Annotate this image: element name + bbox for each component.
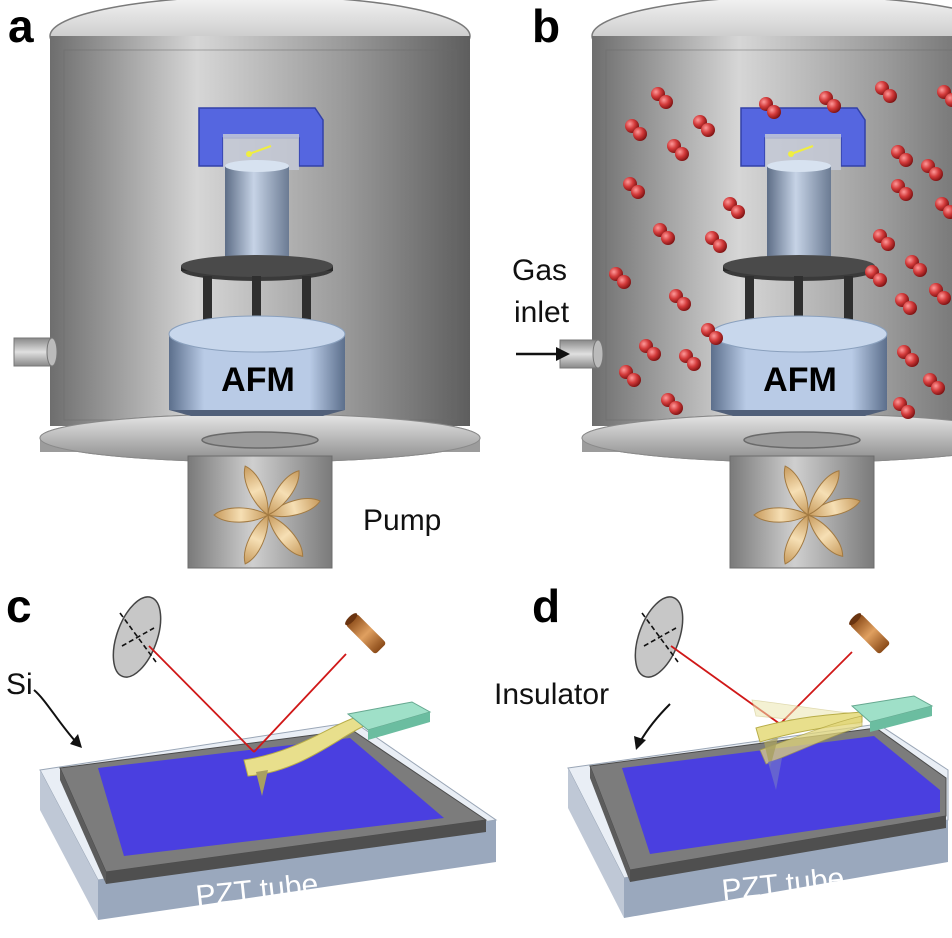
sample-surface [622,736,940,854]
panel-letter-d: d [532,580,560,632]
panel-letter-b: b [532,0,560,52]
side-port-a [13,337,58,367]
curved-arrow-icon [634,703,671,750]
pump-label: Pump [363,504,441,537]
cantilever-c [243,701,432,796]
panel-letter-a: a [8,0,34,52]
arrow-right-icon [516,347,570,361]
laser-optics-c [112,596,386,753]
si-label: Si [6,668,33,701]
panel-b: b Gas inlet AFM [512,0,952,569]
panel-d: d [494,580,949,918]
gas-label-line2: inlet [514,296,570,329]
laser-optics-d [634,596,890,725]
sample-surface [98,738,444,856]
pzt-stage-c [39,721,498,920]
afm-label-a: AFM [221,361,295,399]
pzt-stage-d [567,723,949,918]
insulator-label: Insulator [494,678,609,711]
curved-arrow-icon [33,689,82,748]
oscillating-cantilever-d [751,695,934,790]
panel-c: c [6,580,498,920]
vacuum-chamber-b [581,0,952,569]
afm-label-b: AFM [763,361,837,399]
gas-label-line1: Gas [512,254,567,287]
panel-a: a AFM Pump [8,0,481,569]
panel-letter-c: c [6,580,32,632]
